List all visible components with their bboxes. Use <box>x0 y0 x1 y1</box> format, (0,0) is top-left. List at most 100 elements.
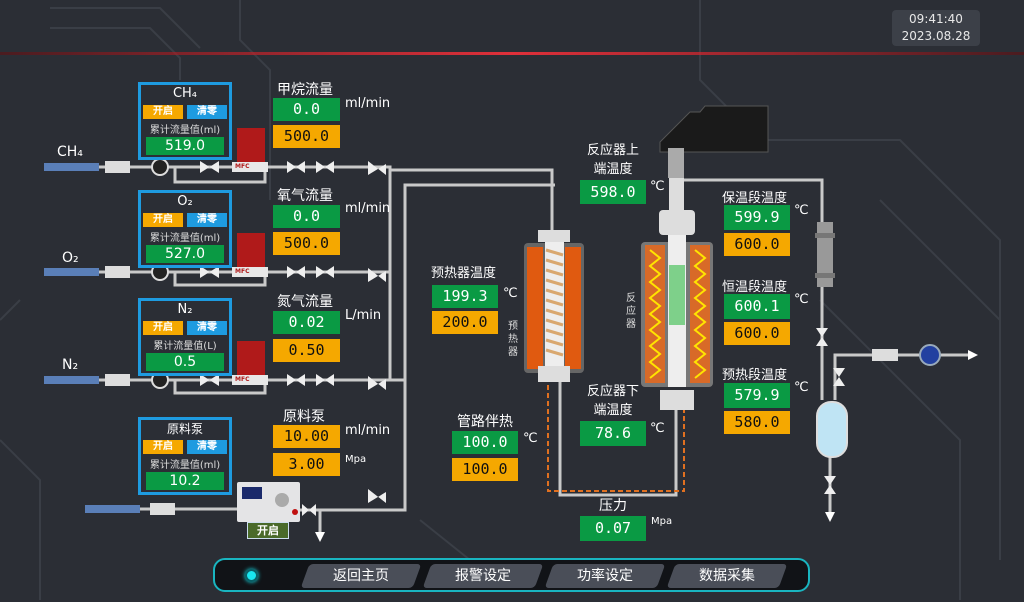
pump-pressure-setpoint[interactable]: 3.00 <box>273 453 340 476</box>
ch4-flow-title: 甲烷流量 <box>277 82 333 98</box>
pump-outlet-arrow-icon <box>315 532 325 542</box>
filter-and-separator <box>815 222 941 458</box>
n2-flow-setpoint[interactable]: 0.50 <box>273 339 340 362</box>
nav-data-label: 数据采集 <box>699 568 755 584</box>
reactor-top-unit: ℃ <box>650 179 665 194</box>
preheater-setpoint[interactable]: 200.0 <box>432 311 498 334</box>
mfc-label: MFC <box>235 163 250 170</box>
panel-title: N₂ <box>177 302 193 317</box>
inlet-label-o2: O₂ <box>62 250 79 266</box>
start-button[interactable]: 开启 <box>143 440 183 454</box>
clock-date: 2023.08.28 <box>901 29 971 43</box>
o2-flow-setpoint[interactable]: 500.0 <box>273 232 340 255</box>
preheater-vessel <box>524 230 584 382</box>
zone-insulation-value: 599.9 <box>724 205 790 230</box>
zone-insulation-title: 保温段温度 <box>722 191 788 206</box>
pump-flow-unit: ml/min <box>345 423 391 438</box>
nav-alarm-label: 报警设定 <box>455 568 511 584</box>
o2-flow-unit: ml/min <box>345 201 391 216</box>
zone-insulation-unit: ℃ <box>794 203 809 218</box>
o2-flow-title: 氧气流量 <box>277 188 333 204</box>
accumulated-value: 519.0 <box>146 137 224 155</box>
zone-constant-title: 恒温段温度 <box>722 280 788 295</box>
pump-title: 原料泵 <box>283 409 325 425</box>
zone-preheat-title: 预热段温度 <box>722 368 788 383</box>
nav-power-settings[interactable]: 功率设定 <box>544 564 666 588</box>
pump-start-button[interactable]: 开启 <box>247 522 289 539</box>
furnace-head <box>659 105 769 178</box>
zone-constant-unit: ℃ <box>794 292 809 307</box>
mfc-devices <box>232 128 268 385</box>
preheater-label: 预热器 <box>508 321 518 358</box>
ch4-flow-setpoint[interactable]: 500.0 <box>273 125 340 148</box>
ch4-flow-value: 0.0 <box>273 98 340 121</box>
reactor-top-title: 反应器上端温度 <box>586 143 639 177</box>
panel-title: 原料泵 <box>166 422 203 436</box>
zone-preheat-value: 579.9 <box>724 383 790 408</box>
circuit-background <box>0 0 1001 600</box>
preheater-title: 预热器温度 <box>431 266 497 281</box>
panel-title: O₂ <box>177 194 193 209</box>
zone-preheat-setpoint[interactable]: 580.0 <box>724 411 790 434</box>
zone-preheat-unit: ℃ <box>794 380 809 395</box>
zone-constant-setpoint[interactable]: 600.0 <box>724 322 790 345</box>
heat-trace <box>547 385 685 492</box>
pump-flow-setpoint[interactable]: 10.00 <box>273 425 340 448</box>
pressure-title: 压力 <box>599 498 627 514</box>
bottom-nav: 返回主页 报警设定 功率设定 数据采集 <box>213 558 810 592</box>
accumulated-label: 累计流量值(L) <box>153 341 217 352</box>
reactor-bottom-title: 反应器下端温度 <box>586 384 639 418</box>
o2-flow-value: 0.0 <box>273 205 340 228</box>
n2-flow-title: 氮气流量 <box>277 294 333 310</box>
start-button[interactable]: 开启 <box>143 321 183 335</box>
reactor-label: 反应器 <box>626 293 636 330</box>
inlet-label-ch4: CH₄ <box>57 144 83 160</box>
start-button[interactable]: 开启 <box>143 105 183 119</box>
header-divider <box>0 52 1024 55</box>
clock-time: 09:41:40 <box>909 12 963 26</box>
panel-o2: O₂ 开启 清零 累计流量值(ml) 527.0 <box>138 190 232 268</box>
panel-ch4: CH₄ 开启 清零 累计流量值(ml) 519.0 <box>138 82 232 160</box>
pipes <box>45 165 968 535</box>
accumulated-value: 10.2 <box>146 472 224 490</box>
ch4-flow-unit: ml/min <box>345 96 391 111</box>
nav-home[interactable]: 返回主页 <box>300 564 422 588</box>
nav-alarm-settings[interactable]: 报警设定 <box>422 564 544 588</box>
n2-flow-unit: L/min <box>345 308 382 323</box>
pipe-heat-title: 管路伴热 <box>457 414 513 430</box>
reactor-vessel <box>641 178 713 410</box>
reset-button[interactable]: 清零 <box>187 321 227 335</box>
nav-home-label: 返回主页 <box>333 568 389 584</box>
reactor-bottom-value: 78.6 <box>580 421 646 446</box>
accumulated-value: 527.0 <box>146 245 224 263</box>
reset-button[interactable]: 清零 <box>187 105 227 119</box>
accumulated-label: 累计流量值(ml) <box>149 233 221 244</box>
preheater-unit: ℃ <box>503 286 518 301</box>
feed-pump <box>237 482 300 522</box>
start-button[interactable]: 开启 <box>143 213 183 227</box>
accumulated-value: 0.5 <box>146 353 224 371</box>
zone-insulation-setpoint[interactable]: 600.0 <box>724 233 790 256</box>
pressure-unit: Mpa <box>651 516 673 527</box>
clock: 09:41:40 2023.08.28 <box>892 10 980 46</box>
gas-inlets <box>44 161 175 515</box>
drain-arrow-icon <box>825 512 835 522</box>
n2-flow-value: 0.02 <box>273 311 340 334</box>
mfc-label: MFC <box>235 268 250 275</box>
mfc-label: MFC <box>235 376 250 383</box>
panel-feed-pump: 原料泵 开启 清零 累计流量值(ml) 10.2 <box>138 417 232 495</box>
pump-pressure-unit: Mpa <box>345 454 367 465</box>
reactor-bottom-unit: ℃ <box>650 421 665 436</box>
pipe-heat-setpoint[interactable]: 100.0 <box>452 458 518 481</box>
valves[interactable] <box>200 161 845 516</box>
pipe-heat-value: 100.0 <box>452 431 518 454</box>
nav-data-acquisition[interactable]: 数据采集 <box>666 564 788 588</box>
nav-power-label: 功率设定 <box>577 568 633 584</box>
reset-button[interactable]: 清零 <box>187 440 227 454</box>
reset-button[interactable]: 清零 <box>187 213 227 227</box>
arrows <box>315 350 978 542</box>
pressure-value: 0.07 <box>580 516 646 541</box>
inlet-label-n2: N₂ <box>62 357 79 373</box>
outlet-arrow-icon <box>968 350 978 360</box>
